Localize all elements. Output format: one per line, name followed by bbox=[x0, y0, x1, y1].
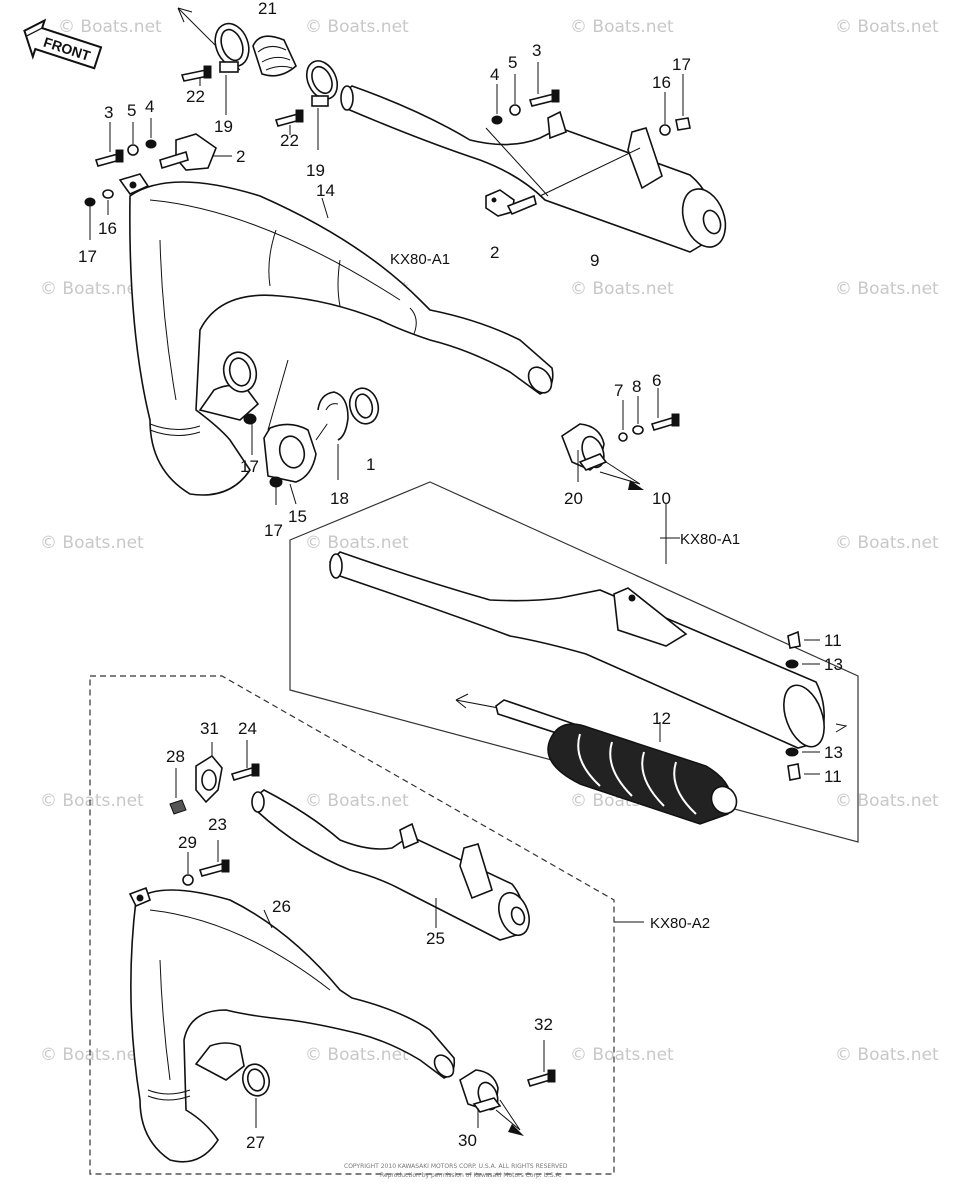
part-label: 28 bbox=[166, 747, 185, 766]
model-label-a1-box: KX80-A1 bbox=[680, 531, 740, 548]
watermark: © Boats.net bbox=[305, 791, 409, 811]
watermark: © Boats.net bbox=[40, 791, 144, 811]
clamp-a2 bbox=[459, 1040, 556, 1136]
part-label: 8 bbox=[632, 377, 641, 396]
watermark: © Boats.net bbox=[570, 1045, 674, 1065]
part-label: 6 bbox=[652, 371, 661, 390]
clamp-upper bbox=[561, 388, 680, 490]
part-label: 11 bbox=[824, 631, 842, 650]
part-label: 17 bbox=[264, 521, 283, 540]
part-label: 17 bbox=[78, 247, 97, 266]
watermark: © Boats.net bbox=[58, 17, 162, 37]
watermark: © Boats.net bbox=[305, 533, 409, 553]
watermark: © Boats.net bbox=[835, 791, 939, 811]
hardware-upper-right bbox=[491, 62, 691, 136]
watermark: © Boats.net bbox=[40, 533, 144, 553]
part-label: 20 bbox=[564, 489, 583, 508]
part-label: 4 bbox=[490, 65, 499, 84]
part-label: 17 bbox=[240, 457, 259, 476]
part-label: 16 bbox=[98, 219, 117, 238]
connector-tube bbox=[177, 7, 339, 150]
part-label: 7 bbox=[614, 381, 623, 400]
part-label: 18 bbox=[330, 489, 349, 508]
part-label: 4 bbox=[145, 97, 154, 116]
part-label: 10 bbox=[652, 489, 671, 508]
flange-gaskets bbox=[222, 351, 380, 505]
kx80-a2-box bbox=[89, 675, 644, 1175]
silencer-a1-box bbox=[329, 551, 848, 781]
part-label: 22 bbox=[186, 87, 205, 106]
part-label: 27 bbox=[246, 1133, 265, 1152]
hardware-a2 bbox=[169, 740, 260, 886]
part-label: 24 bbox=[238, 719, 257, 738]
watermark: © Boats.net bbox=[835, 17, 939, 37]
part-label: 17 bbox=[672, 55, 691, 74]
watermark: © Boats.net bbox=[40, 279, 144, 299]
model-label-a2: KX80-A2 bbox=[650, 915, 710, 932]
kx80-a1-box bbox=[289, 481, 859, 843]
expansion-chamber-a2 bbox=[128, 886, 456, 1163]
part-label: 13 bbox=[824, 743, 843, 762]
part-label: 11 bbox=[824, 767, 842, 786]
part-label: 19 bbox=[214, 117, 233, 136]
copyright-notice: COPYRIGHT 2010 KAWASAKI MOTORS CORP. U.S… bbox=[344, 1163, 568, 1170]
silencer-a2 bbox=[251, 789, 530, 941]
hardware-upper-left bbox=[94, 118, 232, 171]
part-label: 5 bbox=[508, 53, 517, 72]
copyright-notice-2: Reproduction by permission of Kawasaki M… bbox=[380, 1172, 562, 1179]
part-label: 16 bbox=[652, 73, 671, 92]
model-label-a1: KX80-A1 bbox=[390, 251, 450, 268]
part-label: 19 bbox=[306, 161, 325, 180]
watermark: © Boats.net bbox=[835, 1045, 939, 1065]
silencer-baffle bbox=[455, 693, 738, 825]
expansion-chamber-upper bbox=[84, 173, 554, 496]
silencer-upper bbox=[340, 85, 727, 253]
part-label: 25 bbox=[426, 929, 445, 948]
part-label: 26 bbox=[272, 897, 291, 916]
part-label: 15 bbox=[288, 507, 307, 526]
part-label: 1 bbox=[366, 455, 375, 474]
watermark: © Boats.net bbox=[835, 533, 939, 553]
watermarks: © Boats.net © Boats.net © Boats.net © Bo… bbox=[40, 17, 939, 1065]
part-label: 3 bbox=[104, 103, 113, 122]
part-label: 13 bbox=[824, 655, 843, 674]
part-label: 5 bbox=[127, 101, 136, 120]
part-label: 29 bbox=[178, 833, 197, 852]
watermark: © Boats.net bbox=[305, 1045, 409, 1065]
watermark: © Boats.net bbox=[570, 17, 674, 37]
watermark: © Boats.net bbox=[305, 17, 409, 37]
gasket-a2 bbox=[241, 1063, 271, 1128]
part-label: 3 bbox=[532, 41, 541, 60]
part-labels: 21 22 19 22 19 4 5 3 16 17 3 5 4 2 14 KX… bbox=[78, 0, 843, 1152]
part-label: 30 bbox=[458, 1131, 477, 1150]
part-label: 21 bbox=[258, 0, 277, 18]
watermark: © Boats.net bbox=[570, 279, 674, 299]
part-label: 12 bbox=[652, 709, 671, 728]
part-label: 2 bbox=[236, 147, 245, 166]
part-label: 9 bbox=[590, 251, 599, 270]
part-label: 31 bbox=[200, 719, 219, 738]
part-label: 23 bbox=[208, 815, 227, 834]
part-label: 22 bbox=[280, 131, 299, 150]
part-label: 2 bbox=[490, 243, 499, 262]
watermark: © Boats.net bbox=[40, 1045, 144, 1065]
watermark: © Boats.net bbox=[835, 279, 939, 299]
part-label: 32 bbox=[534, 1015, 553, 1034]
part-label: 14 bbox=[316, 181, 335, 200]
